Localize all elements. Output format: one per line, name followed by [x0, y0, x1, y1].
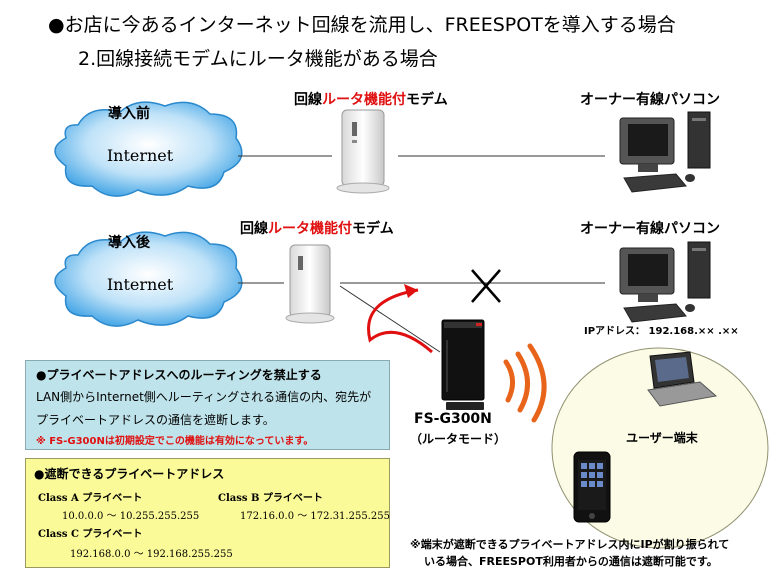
section-label-after: 導入後: [108, 235, 150, 251]
desktop-pc-after: [619, 241, 711, 323]
smartphone-icon: [573, 451, 611, 523]
desktop-pc-before: [619, 111, 711, 193]
wifi-signal-icon: [503, 343, 547, 423]
router-name-label: FS-G300N: [414, 411, 492, 427]
class-b-range: 172.16.0.0 ～ 172.31.255.255: [240, 511, 390, 522]
routing-box-note: ※ FS-G300Nは初期設定でこの機能は有効になっています。: [36, 436, 314, 447]
routing-info-box: ●プライベートアドレスへのルーティングを禁止する LAN側からInternet側…: [25, 360, 390, 450]
modem-before: [336, 109, 390, 194]
router-mode-label: （ルータモード）: [410, 432, 507, 446]
footnote-line1: ※端末が遮断できるプライベートアドレス内にIPが割り振られて: [410, 538, 730, 551]
footnote-line2: いる場合、FREESPOT利用者からの通信は遮断可能です。: [424, 555, 718, 568]
address-box-heading: ●遮断できるプライベートアドレス: [34, 467, 225, 481]
internet-label-after: Internet: [107, 275, 174, 294]
section-label-before: 導入前: [108, 106, 150, 122]
internet-label-before: Internet: [107, 146, 174, 165]
routing-box-heading: ●プライベートアドレスへのルーティングを禁止する: [36, 368, 322, 382]
page-subtitle: 2.回線接続モデムにルータ機能がある場合: [78, 48, 438, 70]
router-fs-g300n: [441, 319, 485, 410]
modem-label-before: 回線ルータ機能付モデム: [294, 92, 448, 108]
internet-cloud-before: [54, 101, 243, 197]
internet-cloud-after: [54, 231, 243, 327]
blocked-route-arrow: [367, 284, 433, 354]
class-b-label: Class B プライベート: [218, 493, 323, 504]
user-terminal-label: ユーザー端末: [626, 431, 698, 445]
class-c-range: 192.168.0.0 ～ 192.168.255.255: [70, 549, 233, 560]
class-a-range: 10.0.0.0 ～ 10.255.255.255: [62, 511, 200, 522]
class-c-label: Class C プライベート: [38, 529, 143, 540]
laptop-icon: [647, 351, 718, 407]
pc-label-before: オーナー有線パソコン: [580, 92, 720, 108]
private-address-box: ●遮断できるプライベートアドレス Class A プライベート 10.0.0.0…: [25, 458, 390, 568]
class-a-label: Class A プライベート: [38, 493, 143, 504]
modem-label-after: 回線ルータ機能付モデム: [240, 221, 394, 237]
routing-box-line2: プライベートアドレスの通信を遮断します。: [36, 413, 275, 427]
routing-box-line1: LAN側からInternet側へルーティングされる通信の内、宛先が: [36, 390, 372, 404]
page-title: ●お店に今あるインターネット回線を流用し、FREESPOTを導入する場合: [48, 14, 676, 36]
modem-after: [285, 244, 335, 324]
ip-address-label: IPアドレス： 192.168.×× .××: [584, 326, 739, 337]
blocked-cross-mark: [471, 269, 501, 303]
pc-label-after: オーナー有線パソコン: [580, 221, 720, 237]
